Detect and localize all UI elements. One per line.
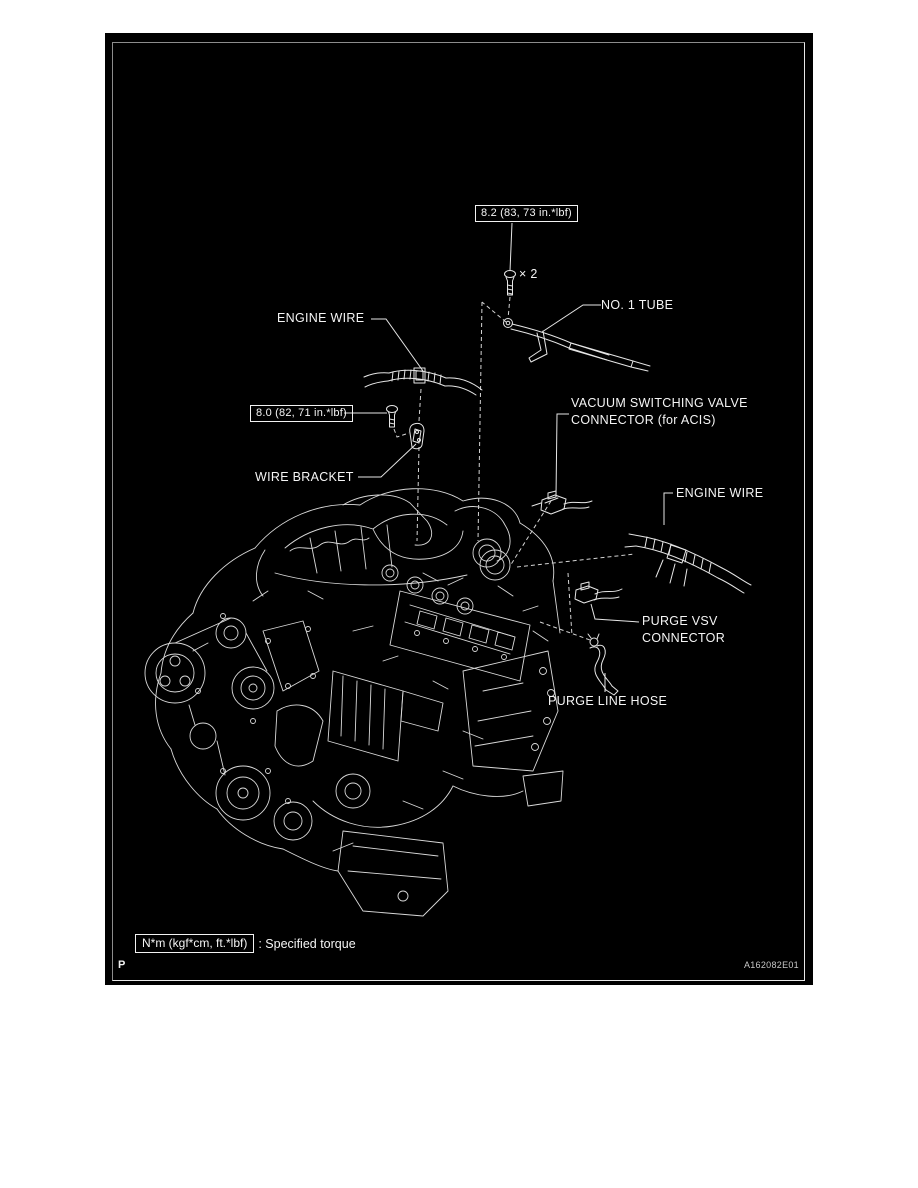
purge-line-hose-drawing	[587, 633, 619, 696]
wire-bracket-drawing	[409, 422, 425, 450]
torque-unit-box: N*m (kgf*cm, ft.*lbf)	[135, 934, 255, 953]
vsv-connector-label: VACUUM SWITCHING VALVE CONNECTOR (for AC…	[571, 395, 748, 429]
vsv-connector-label-line1: VACUUM SWITCHING VALVE	[571, 396, 748, 410]
engine-compartment-diagram: 8.2 (83, 73 in.*lbf) × 2 NO. 1 TUBE ENGI…	[105, 33, 813, 985]
no1-tube-label: NO. 1 TUBE	[601, 298, 674, 312]
vsv-connector-drawing	[531, 490, 593, 515]
no1-tube-drawing	[503, 318, 651, 372]
purge-vsv-connector-label: PURGE VSV CONNECTOR	[642, 613, 725, 647]
vsv-connector-label-line2: CONNECTOR (for ACIS)	[571, 413, 716, 427]
torque-spec-top: 8.2 (83, 73 in.*lbf)	[475, 205, 578, 222]
engine-drawing	[144, 488, 564, 917]
torque-spec-top-label: 8.2 (83, 73 in.*lbf)	[481, 207, 572, 219]
purge-vsv-connector-drawing	[574, 581, 623, 604]
bolt-icon-top	[504, 270, 516, 296]
wire-bracket-label: WIRE BRACKET	[255, 470, 354, 484]
engine-wire-left-drawing	[363, 367, 483, 396]
diagram-border	[112, 42, 805, 981]
purge-vsv-label-line1: PURGE VSV	[642, 614, 718, 628]
torque-legend: N*m (kgf*cm, ft.*lbf) : Specified torque	[135, 934, 356, 953]
engine-wire-right-drawing	[624, 533, 752, 594]
engine-wire-left-label: ENGINE WIRE	[277, 311, 365, 325]
page-marker: P	[118, 959, 126, 971]
diagram-line-art	[144, 222, 752, 917]
leader-lines	[344, 222, 673, 692]
purge-vsv-label-line2: CONNECTOR	[642, 631, 726, 645]
dashed-assembly-lines	[393, 296, 636, 641]
engine-wire-right-label: ENGINE WIRE	[676, 486, 764, 500]
bolt-icon-left	[386, 405, 398, 428]
figure-code: A162082E01	[743, 960, 799, 970]
purge-line-hose-label: PURGE LINE HOSE	[548, 694, 668, 708]
bolt-count-label: × 2	[519, 267, 538, 281]
torque-spec-left-label: 8.0 (82, 71 in.*lbf)	[256, 407, 347, 419]
torque-legend-text: : Specified torque	[258, 936, 356, 951]
torque-spec-left: 8.0 (82, 71 in.*lbf)	[250, 405, 353, 422]
